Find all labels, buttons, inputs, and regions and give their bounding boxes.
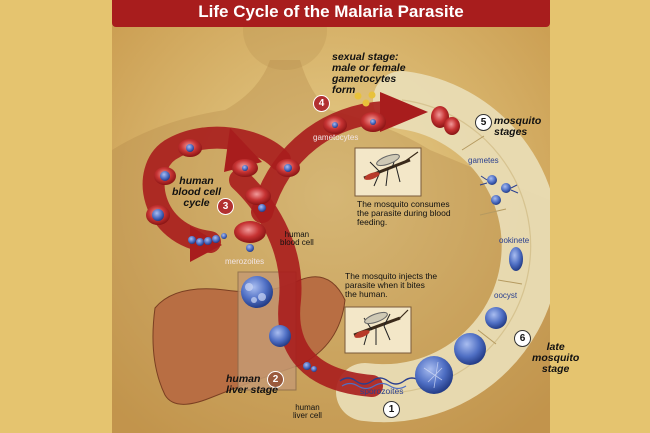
gamete-cells: [479, 175, 519, 205]
stage-label-sexual: sexual stage: male or female gametocytes…: [332, 51, 406, 97]
late-oocyst-cell: [454, 333, 486, 365]
stage-number-5: 5: [475, 114, 492, 131]
stage-number-4: 4: [313, 95, 330, 112]
stage-label-sporozoites: sporozoites: [360, 386, 404, 396]
mosquito-icon: [363, 151, 419, 187]
blood-cycle-loop: [142, 126, 291, 253]
stage-number-6: 6: [514, 330, 531, 347]
sporozoite-squiggle: [339, 377, 421, 385]
red-blood-cell: [245, 187, 271, 205]
liver-parasite: [303, 362, 311, 370]
stage-number-2: 2: [267, 371, 284, 388]
left-margin: [0, 0, 112, 433]
red-blood-cell: [444, 117, 460, 135]
arrow-head-upper: [380, 92, 428, 132]
label-merozoites: merozoites: [225, 257, 265, 266]
liver-schizont: [241, 276, 273, 308]
stage-number-3: 3: [217, 198, 234, 215]
mosquito-icon: [353, 309, 409, 346]
label-ookinete: ookinete: [499, 236, 530, 245]
right-margin: [550, 0, 650, 433]
label-gametocytes: gametocytes: [313, 133, 359, 142]
note-mosquito-feeding: The mosquito consumes the parasite durin…: [357, 199, 451, 227]
stage-number-1: 1: [383, 401, 400, 418]
stage-label-liver: human liver stage: [226, 373, 278, 397]
label-oocyst: oocyst: [494, 291, 518, 300]
ookinete-cell: [509, 247, 523, 271]
label-gametes: gametes: [468, 156, 499, 165]
oocyst-cell: [485, 307, 507, 329]
note-mosquito-injecting: The mosquito injects the parasite when i…: [345, 271, 438, 299]
diagram-title: Life Cycle of the Malaria Parasite: [198, 2, 464, 21]
stage-label-late-mosquito: late mosquito stage: [532, 341, 580, 376]
liver-parasite: [269, 325, 291, 347]
label-human-liver-cell: human liver cell: [293, 403, 322, 421]
label-human-blood-cell: human blood cell: [280, 230, 314, 248]
stage-label-mosquito: mosquito stages: [494, 115, 542, 139]
red-blood-cell: [431, 106, 449, 128]
stage-label-blood-cycle: human blood cell cycle: [172, 175, 222, 210]
red-blood-cell: [234, 221, 266, 243]
title-bar: [112, 0, 550, 27]
